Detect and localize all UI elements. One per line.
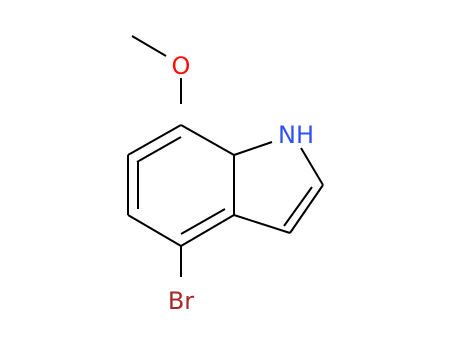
- oxygen-atom-label: O: [172, 52, 191, 80]
- bond-c2-c3-inner: [283, 186, 313, 227]
- bond-c3a-c4-inner: [180, 208, 226, 235]
- bromine-atom-label: Br: [168, 287, 194, 315]
- bond-c3-c3a: [233, 214, 291, 234]
- bond-c6-c7: [127, 124, 182, 156]
- bond-methyl-o: [131, 35, 167, 57]
- bond-c3a-c4: [180, 214, 235, 247]
- bond-c7a-n: [233, 141, 273, 156]
- bond-c4-c5: [127, 214, 182, 247]
- bond-n-c2: [300, 147, 324, 186]
- bond-c2-c3: [289, 184, 324, 234]
- nitrogen-atom-label: NH: [278, 121, 314, 149]
- bond-c6-c7-inner: [136, 136, 182, 163]
- bond-c7-c7a: [180, 124, 235, 156]
